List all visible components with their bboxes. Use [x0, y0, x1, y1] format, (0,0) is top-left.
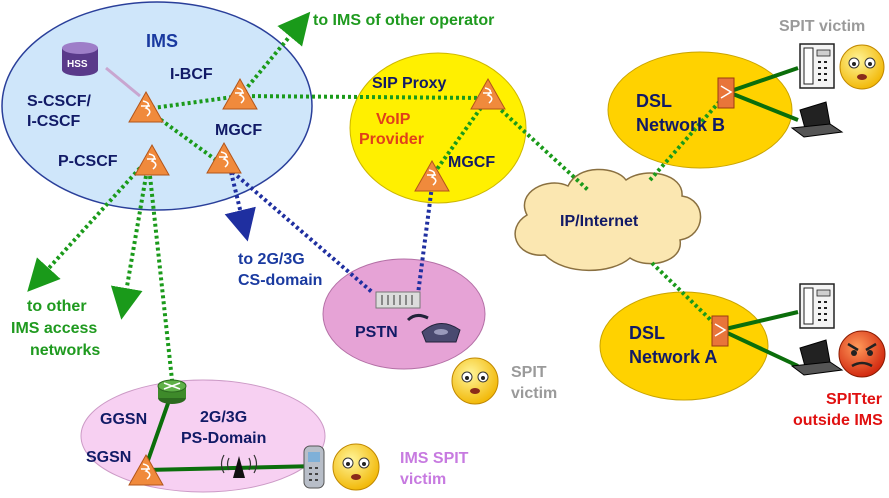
dsl-b-label-line1: DSL — [636, 91, 672, 111]
ims-spit-label-line1: IMS SPIT — [400, 450, 469, 467]
voip-label-line1: VoIP — [376, 111, 411, 128]
dsl-a-label-line1: DSL — [629, 323, 665, 343]
spit-victim-mid-label-line2: victim — [511, 385, 557, 402]
ibcf-label: I-BCF — [170, 66, 213, 83]
pstn-phone-icon — [406, 313, 461, 343]
mobile-phone-icon — [303, 445, 325, 489]
desk-phone-a-icon — [799, 283, 835, 329]
ps-label-line1: 2G/3G — [200, 409, 247, 426]
spitter-label-line1: SPITter — [826, 391, 882, 408]
ims-label: IMS — [146, 31, 178, 51]
dsl-a-label-line2: Network A — [629, 347, 717, 367]
ggsn-router-icon — [157, 379, 187, 404]
links-solid — [144, 66, 799, 472]
laptop-b-icon — [790, 101, 844, 138]
spitter-label-line2: outside IMS — [793, 412, 883, 429]
sgsn-label: SGSN — [86, 449, 131, 466]
scscf-label-line1: S-CSCF/ — [27, 93, 92, 110]
ggsn-label: GGSN — [100, 411, 147, 428]
desk-phone-b-icon — [799, 43, 835, 89]
scscf-label-line2: I-CSCF — [27, 113, 81, 130]
mgcf-voip-label: MGCF — [448, 154, 495, 171]
to-access-label-line3: networks — [30, 342, 100, 359]
spit-victim-top-label: SPIT victim — [779, 18, 865, 35]
spit-victim-mid-label-line1: SPIT — [511, 364, 547, 381]
internet-cloud — [514, 168, 702, 272]
laptop-a-icon — [790, 339, 844, 376]
voip-label-line2: Provider — [359, 131, 424, 148]
ps-label-line2: PS-Domain — [181, 430, 266, 447]
to-access-label-line1: to other — [27, 298, 87, 315]
hss-label: HSS — [67, 59, 88, 70]
dsl-b-router-icon — [717, 77, 735, 109]
dsl-network-b-cloud — [607, 51, 793, 169]
to-access-label-line2: IMS access — [11, 320, 97, 337]
smiley-mid-icon — [451, 357, 499, 405]
smiley-top-right-icon — [839, 44, 885, 90]
dsl-network-a-cloud — [599, 291, 769, 401]
angry-face-icon — [838, 330, 886, 378]
antenna-icon — [220, 454, 258, 478]
dsl-a-router-icon — [711, 315, 729, 347]
pcscf-label: P-CSCF — [58, 153, 118, 170]
pstn-cloud — [322, 258, 486, 370]
mgcf-ims-label: MGCF — [215, 122, 262, 139]
dsl-b-label-line2: Network B — [636, 115, 725, 135]
to-other-operator-label: to IMS of other operator — [313, 12, 494, 29]
links-blue — [224, 166, 434, 295]
links-green — [27, 11, 730, 381]
internet-label: IP/Internet — [560, 213, 639, 230]
smiley-bottom-icon — [332, 443, 380, 491]
hss-database-icon — [62, 42, 98, 76]
hss-link — [105, 66, 141, 98]
sip-proxy-label: SIP Proxy — [372, 75, 447, 92]
ims-spit-label-line2: victim — [400, 471, 446, 488]
to-cs-label-line1: to 2G/3G — [238, 251, 305, 268]
pstn-switch-icon — [375, 291, 421, 309]
to-cs-label-line2: CS-domain — [238, 272, 322, 289]
pstn-label: PSTN — [355, 324, 398, 341]
